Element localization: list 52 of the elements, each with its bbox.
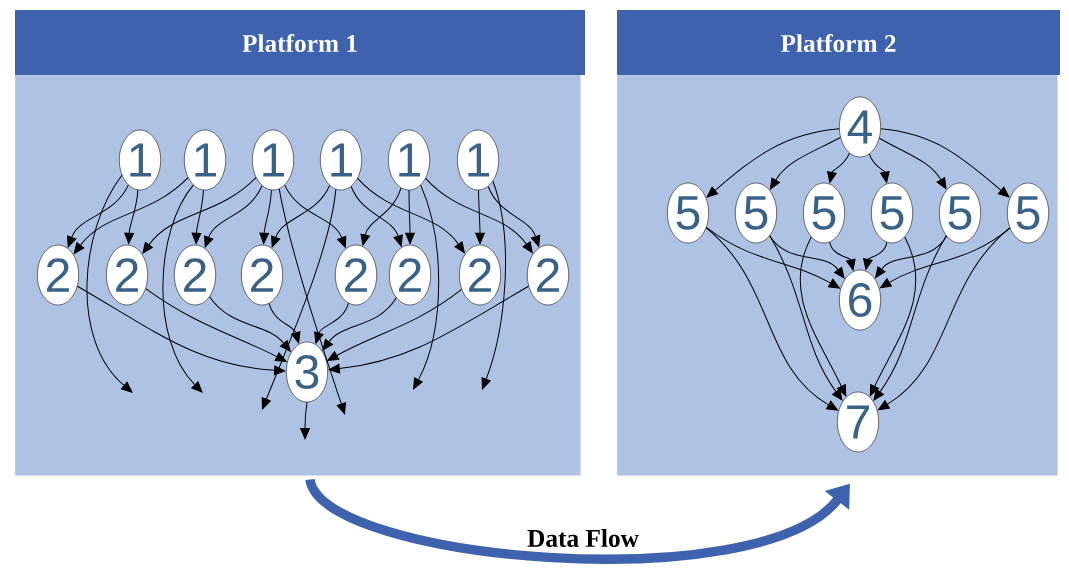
arrow: [204, 185, 263, 248]
arrow: [327, 288, 463, 362]
curved-arrow: [305, 477, 850, 564]
arrow: [124, 189, 139, 245]
arrow: [162, 184, 203, 393]
arrow: [875, 235, 948, 279]
arrow: [481, 180, 506, 390]
arrow: [405, 189, 415, 244]
arrow: [868, 153, 890, 183]
arrow: [829, 241, 856, 271]
arrow: [425, 177, 533, 254]
arrow: [863, 241, 888, 271]
arrow: [73, 177, 189, 254]
arrow: [328, 285, 530, 374]
arrow: [769, 136, 841, 190]
arrow: [284, 184, 347, 248]
arrow: [261, 188, 337, 410]
arrow: [769, 235, 845, 279]
arrow: [413, 184, 440, 390]
arrow: [880, 128, 1010, 198]
arrow: [86, 174, 133, 393]
arrow: [191, 189, 204, 244]
arrow: [827, 152, 850, 184]
arrow: [475, 189, 485, 244]
arrow: [142, 177, 257, 254]
arrow: [76, 285, 286, 376]
arrow: [209, 296, 291, 352]
arrow: [873, 235, 947, 401]
arrow: [300, 401, 310, 440]
arrow: [271, 184, 331, 248]
arrow: [877, 227, 1011, 411]
arrow: [799, 236, 847, 397]
arrow: [322, 297, 397, 351]
arrow: [705, 226, 840, 289]
edge-label: Data Flow: [524, 526, 642, 550]
arrow: [259, 189, 272, 245]
arrow: [878, 137, 947, 190]
node-label: Platform 2: [780, 33, 896, 53]
arrow: [350, 185, 403, 247]
arrow: [769, 235, 843, 401]
arrow: [268, 303, 301, 344]
arrow: [145, 288, 287, 362]
arrow: [869, 236, 917, 397]
arrow: [314, 302, 349, 344]
arrow: [278, 188, 346, 415]
arrow: [487, 185, 541, 247]
arrow: [706, 128, 840, 198]
arrow: [357, 177, 465, 254]
arrow: [360, 187, 402, 246]
arrow: [705, 227, 838, 411]
arrow: [67, 184, 129, 248]
node-label: Platform 1: [242, 33, 357, 53]
